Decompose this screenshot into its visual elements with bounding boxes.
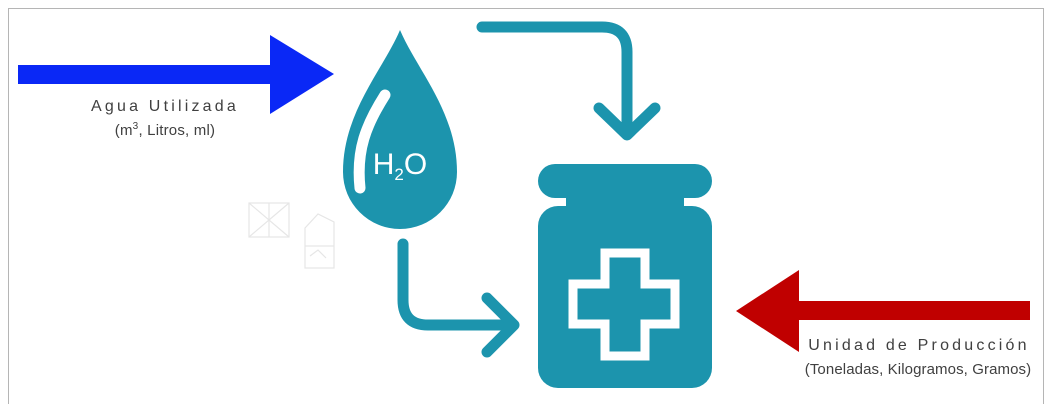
flow-arrowhead-right <box>481 292 520 358</box>
product-jar-icon <box>538 164 712 388</box>
flow-arrow-icon <box>397 238 514 331</box>
diagram-frame <box>8 8 1044 404</box>
h2o-label: H2O <box>372 148 428 184</box>
watermark-icon <box>248 202 335 269</box>
production-input-units: (Toneladas, Kilogramos, Gramos) <box>804 361 1032 378</box>
jar-lid <box>538 164 712 198</box>
water-input-title: Agua Utilizada <box>91 98 239 115</box>
water-drop-icon <box>343 30 457 229</box>
drop-highlight <box>353 89 391 194</box>
production-input-title: Unidad de Producción <box>808 337 1030 354</box>
flow-arrowhead-down <box>593 102 661 141</box>
water-input-units: (m3, Litros, ml) <box>114 121 216 139</box>
medical-cross-icon <box>568 248 680 361</box>
jar-body <box>538 206 712 388</box>
flow-arrow-icon <box>476 21 633 134</box>
production-input-arrow <box>736 270 1030 352</box>
water-input-arrow <box>18 35 334 114</box>
